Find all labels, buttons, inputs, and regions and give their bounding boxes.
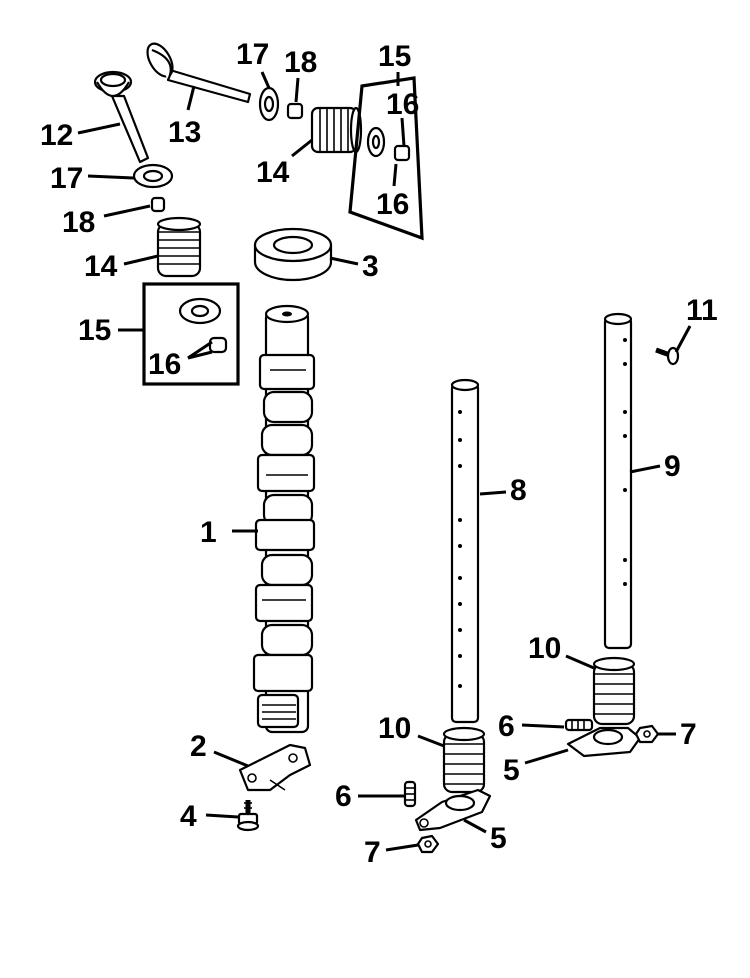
callout-7-left: 7: [364, 836, 381, 869]
valve-spring-lower: [156, 216, 202, 278]
valve-stem-seal-kit-lower: [142, 282, 240, 386]
callout-1: 1: [200, 516, 217, 549]
rocker-shaft-screw: [655, 346, 680, 366]
callout-9: 9: [664, 450, 681, 483]
callout-labels: 1 2 3 4 5 5 6 6 7 7 8 9 10 10 11 12 13 1…: [40, 38, 718, 869]
valve-intake: [93, 70, 150, 164]
rocker-arm-left: [414, 788, 492, 832]
callout-5-right: 5: [503, 754, 520, 787]
callout-15-lower: 15: [78, 314, 111, 347]
callout-12: 12: [40, 119, 73, 152]
thrust-plate-bolt: [236, 800, 260, 832]
callout-7-right: 7: [680, 718, 697, 751]
callout-6-left: 6: [335, 780, 352, 813]
callout-4: 4: [180, 800, 197, 833]
callout-17-upper: 17: [236, 38, 269, 71]
valve-exhaust: [146, 42, 252, 104]
valve-spring-upper: [310, 106, 363, 154]
callout-14-lower: 14: [84, 250, 118, 283]
spring-retainer-lower: [132, 163, 174, 189]
callout-2: 2: [190, 730, 207, 763]
callout-16-lower: 16: [148, 348, 181, 381]
callout-14-upper: 14: [256, 156, 290, 189]
rocker-arm-right: [566, 726, 642, 758]
valve-keeper-upper: [286, 102, 304, 120]
callout-10-left: 10: [378, 712, 411, 745]
callout-18-lower: 18: [62, 206, 95, 239]
spring-retainer-upper: [258, 86, 280, 122]
callout-16-upper-b: 16: [376, 188, 409, 221]
callout-6-right: 6: [498, 710, 515, 743]
adjusting-screw-left: [403, 780, 417, 808]
leader-lines: [77, 71, 692, 852]
callout-16-upper-a: 16: [386, 88, 419, 121]
adjusting-screw-right: [564, 718, 594, 732]
rocker-shaft-left: [450, 378, 480, 724]
lock-nut-left: [416, 834, 440, 854]
callout-17-lower: 17: [50, 162, 83, 195]
callout-15-upper: 15: [378, 40, 411, 73]
rocker-spring-left: [442, 726, 486, 794]
rocker-spring-right: [592, 656, 636, 726]
camshaft-seal: [253, 227, 333, 282]
callout-11: 11: [686, 294, 718, 327]
callout-8: 8: [510, 474, 527, 507]
lock-nut-right: [634, 724, 660, 744]
camshaft: [252, 304, 316, 734]
callout-5-left: 5: [490, 822, 507, 855]
callout-3: 3: [362, 250, 379, 283]
callout-13: 13: [168, 116, 201, 149]
callout-18-upper: 18: [284, 46, 317, 79]
rocker-shaft-right: [603, 312, 633, 650]
thrust-plate: [238, 743, 312, 792]
valve-keeper-lower: [150, 196, 166, 213]
callout-10-right: 10: [528, 632, 561, 665]
